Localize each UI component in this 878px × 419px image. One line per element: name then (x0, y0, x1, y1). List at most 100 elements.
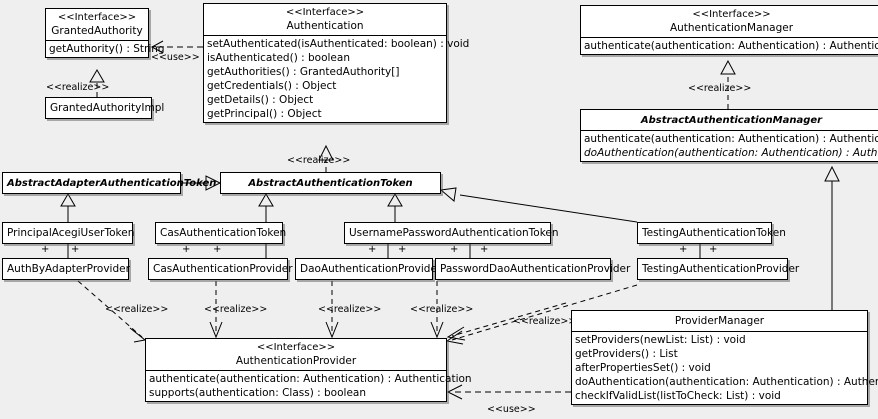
edge-label-realize-cas-authentication-provider: <<realize>> (204, 304, 268, 315)
class-box-provider-manager[interactable]: ProviderManager setProviders(newList: Li… (571, 310, 878, 405)
edge-label-realize-provider-manager: <<realize>> (513, 316, 577, 327)
class-header: CasAuthenticationProvider (149, 259, 293, 279)
class-header: <<Interface>> AuthenticationProvider (146, 339, 446, 370)
class-member: authenticate(authentication: Authenticat… (149, 373, 472, 385)
class-name: TestingAuthenticationProvider (642, 263, 800, 275)
class-name: AbstractAuthenticationManager (640, 115, 823, 126)
class-stereotype: <<Interface>> (692, 9, 771, 20)
class-header: AbstractAuthenticationManager (581, 110, 878, 130)
class-name: Authentication (286, 20, 364, 32)
class-member: getCredentials() : Object (207, 80, 337, 92)
class-member: getAuthorities() : GrantedAuthority[] (207, 66, 400, 78)
association-plus-marker: + (213, 244, 222, 255)
class-header: <<Interface>> AuthenticationManager (581, 6, 878, 37)
class-member: getPrincipal() : Object (207, 108, 322, 120)
class-box-password-dao-authentication-provider[interactable]: PasswordDaoAuthenticationProvider (435, 258, 631, 280)
class-member: doAuthentication(authentication: Authent… (575, 376, 878, 388)
class-members: authenticate(authentication: Authenticat… (146, 370, 472, 401)
class-box-auth-by-adapter-provider[interactable]: AuthByAdapterProvider (2, 258, 130, 280)
class-header: CasAuthenticationToken (156, 223, 287, 243)
class-header: TestingAuthenticationProvider (638, 259, 800, 279)
class-stereotype: <<Interface>> (57, 12, 137, 23)
class-member: supports(authentication: Class) : boolea… (149, 387, 366, 399)
class-name: AbstractAdapterAuthenticationToken (7, 178, 217, 189)
class-name: AuthenticationManager (669, 22, 794, 34)
edge-label-realize-password-dao-authentication-provider: <<realize>> (410, 304, 474, 315)
edge-label-realize-abstract-authentication-manager: <<realize>> (688, 83, 752, 94)
class-name: ProviderManager (674, 315, 765, 327)
class-header: AuthByAdapterProvider (3, 259, 130, 279)
class-box-authentication-provider[interactable]: <<Interface>> AuthenticationProvider aut… (145, 338, 472, 402)
class-header: UsernamePasswordAuthenticationToken (345, 223, 559, 243)
class-box-cas-authentication-provider[interactable]: CasAuthenticationProvider (148, 258, 293, 280)
class-stereotype: <<Interface>> (256, 342, 336, 353)
edge-label-use-granted-authority: <<use>> (151, 52, 200, 63)
class-name: TestingAuthenticationToken (642, 227, 786, 239)
class-member: setProviders(newList: List) : void (575, 334, 746, 346)
class-header: DaoAuthenticationProvider (296, 259, 442, 279)
class-name: PasswordDaoAuthenticationProvider (440, 263, 631, 275)
edge-label-realize-auth-by-adapter-provider: <<realize>> (105, 304, 169, 315)
class-members: setAuthenticated(isAuthenticated: boolea… (204, 35, 470, 122)
class-box-testing-authentication-token[interactable]: TestingAuthenticationToken (637, 222, 786, 244)
association-plus-marker: + (709, 244, 718, 255)
class-name: CasAuthenticationProvider (153, 263, 293, 275)
class-member: authenticate(authentication: Authenticat… (584, 40, 878, 52)
association-plus-marker: + (398, 244, 407, 255)
class-member: afterPropertiesSet() : void (575, 362, 711, 374)
class-header: ProviderManager (572, 311, 867, 331)
class-box-granted-authority-impl[interactable]: GrantedAuthorityImpl (45, 97, 165, 119)
class-box-cas-authentication-token[interactable]: CasAuthenticationToken (155, 222, 287, 244)
association-plus-marker: + (450, 244, 459, 255)
association-plus-marker: + (368, 244, 377, 255)
class-name: AuthenticationProvider (235, 355, 357, 367)
edge-label-use-authentication-provider: <<use>> (487, 404, 536, 415)
class-members: getAuthority() : String (46, 40, 165, 57)
class-box-abstract-adapter-authentication-token[interactable]: AbstractAdapterAuthenticationToken (2, 172, 217, 194)
class-member: authenticate(authentication: Authenticat… (584, 133, 878, 145)
class-header: <<Interface>> GrantedAuthority (46, 9, 148, 40)
class-header: AbstractAuthenticationToken (221, 173, 440, 193)
class-member: checkIfValidList(listToCheck: List) : vo… (575, 390, 781, 402)
class-member: setAuthenticated(isAuthenticated: boolea… (207, 38, 470, 50)
association-plus-marker: + (182, 244, 191, 255)
association-plus-marker: + (71, 244, 80, 255)
class-name: CasAuthenticationToken (160, 227, 287, 239)
class-member: getProviders() : List (575, 348, 678, 360)
edge-label-realize-abstract-authentication-token: <<realize>> (287, 155, 351, 166)
class-header: AbstractAdapterAuthenticationToken (3, 173, 217, 193)
class-members: authenticate(authentication: Authenticat… (581, 37, 878, 54)
class-stereotype: <<Interface>> (285, 7, 365, 18)
class-box-abstract-authentication-manager[interactable]: AbstractAuthenticationManager authentica… (580, 109, 878, 162)
class-member: getDetails() : Object (207, 94, 314, 106)
class-box-dao-authentication-provider[interactable]: DaoAuthenticationProvider (295, 258, 442, 280)
class-member: getAuthority() : String (49, 43, 165, 55)
edge-label-realize-dao-authentication-provider: <<realize>> (318, 304, 382, 315)
class-header: GrantedAuthorityImpl (46, 98, 165, 118)
class-members: setProviders(newList: List) : void getPr… (572, 331, 878, 404)
class-box-authentication[interactable]: <<Interface>> Authentication setAuthenti… (203, 3, 470, 123)
association-plus-marker: + (480, 244, 489, 255)
class-header: <<Interface>> Authentication (204, 4, 446, 35)
class-name: DaoAuthenticationProvider (300, 263, 442, 275)
class-box-testing-authentication-provider[interactable]: TestingAuthenticationProvider (637, 258, 800, 280)
class-box-granted-authority[interactable]: <<Interface>> GrantedAuthority getAuthor… (45, 8, 165, 58)
class-header: PasswordDaoAuthenticationProvider (436, 259, 631, 279)
class-name: AbstractAuthenticationToken (248, 178, 413, 189)
class-name: GrantedAuthority (51, 25, 143, 37)
class-box-authentication-manager[interactable]: <<Interface>> AuthenticationManager auth… (580, 5, 878, 55)
edge-label-realize-granted-authority-impl: <<realize>> (46, 82, 110, 93)
association-plus-marker: + (41, 244, 50, 255)
class-header: PrincipalAcegiUserToken (3, 223, 134, 243)
class-member: doAuthentication(authentication: Authent… (584, 147, 878, 159)
class-name: GrantedAuthorityImpl (50, 102, 165, 114)
class-box-principal-acegi-user-token[interactable]: PrincipalAcegiUserToken (2, 222, 134, 244)
class-box-abstract-authentication-token[interactable]: AbstractAuthenticationToken (220, 172, 441, 194)
class-members: authenticate(authentication: Authenticat… (581, 130, 878, 161)
class-name: AuthByAdapterProvider (7, 263, 130, 275)
class-box-username-password-authentication-token[interactable]: UsernamePasswordAuthenticationToken (344, 222, 559, 244)
class-name: UsernamePasswordAuthenticationToken (349, 227, 559, 239)
association-plus-marker: + (679, 244, 688, 255)
